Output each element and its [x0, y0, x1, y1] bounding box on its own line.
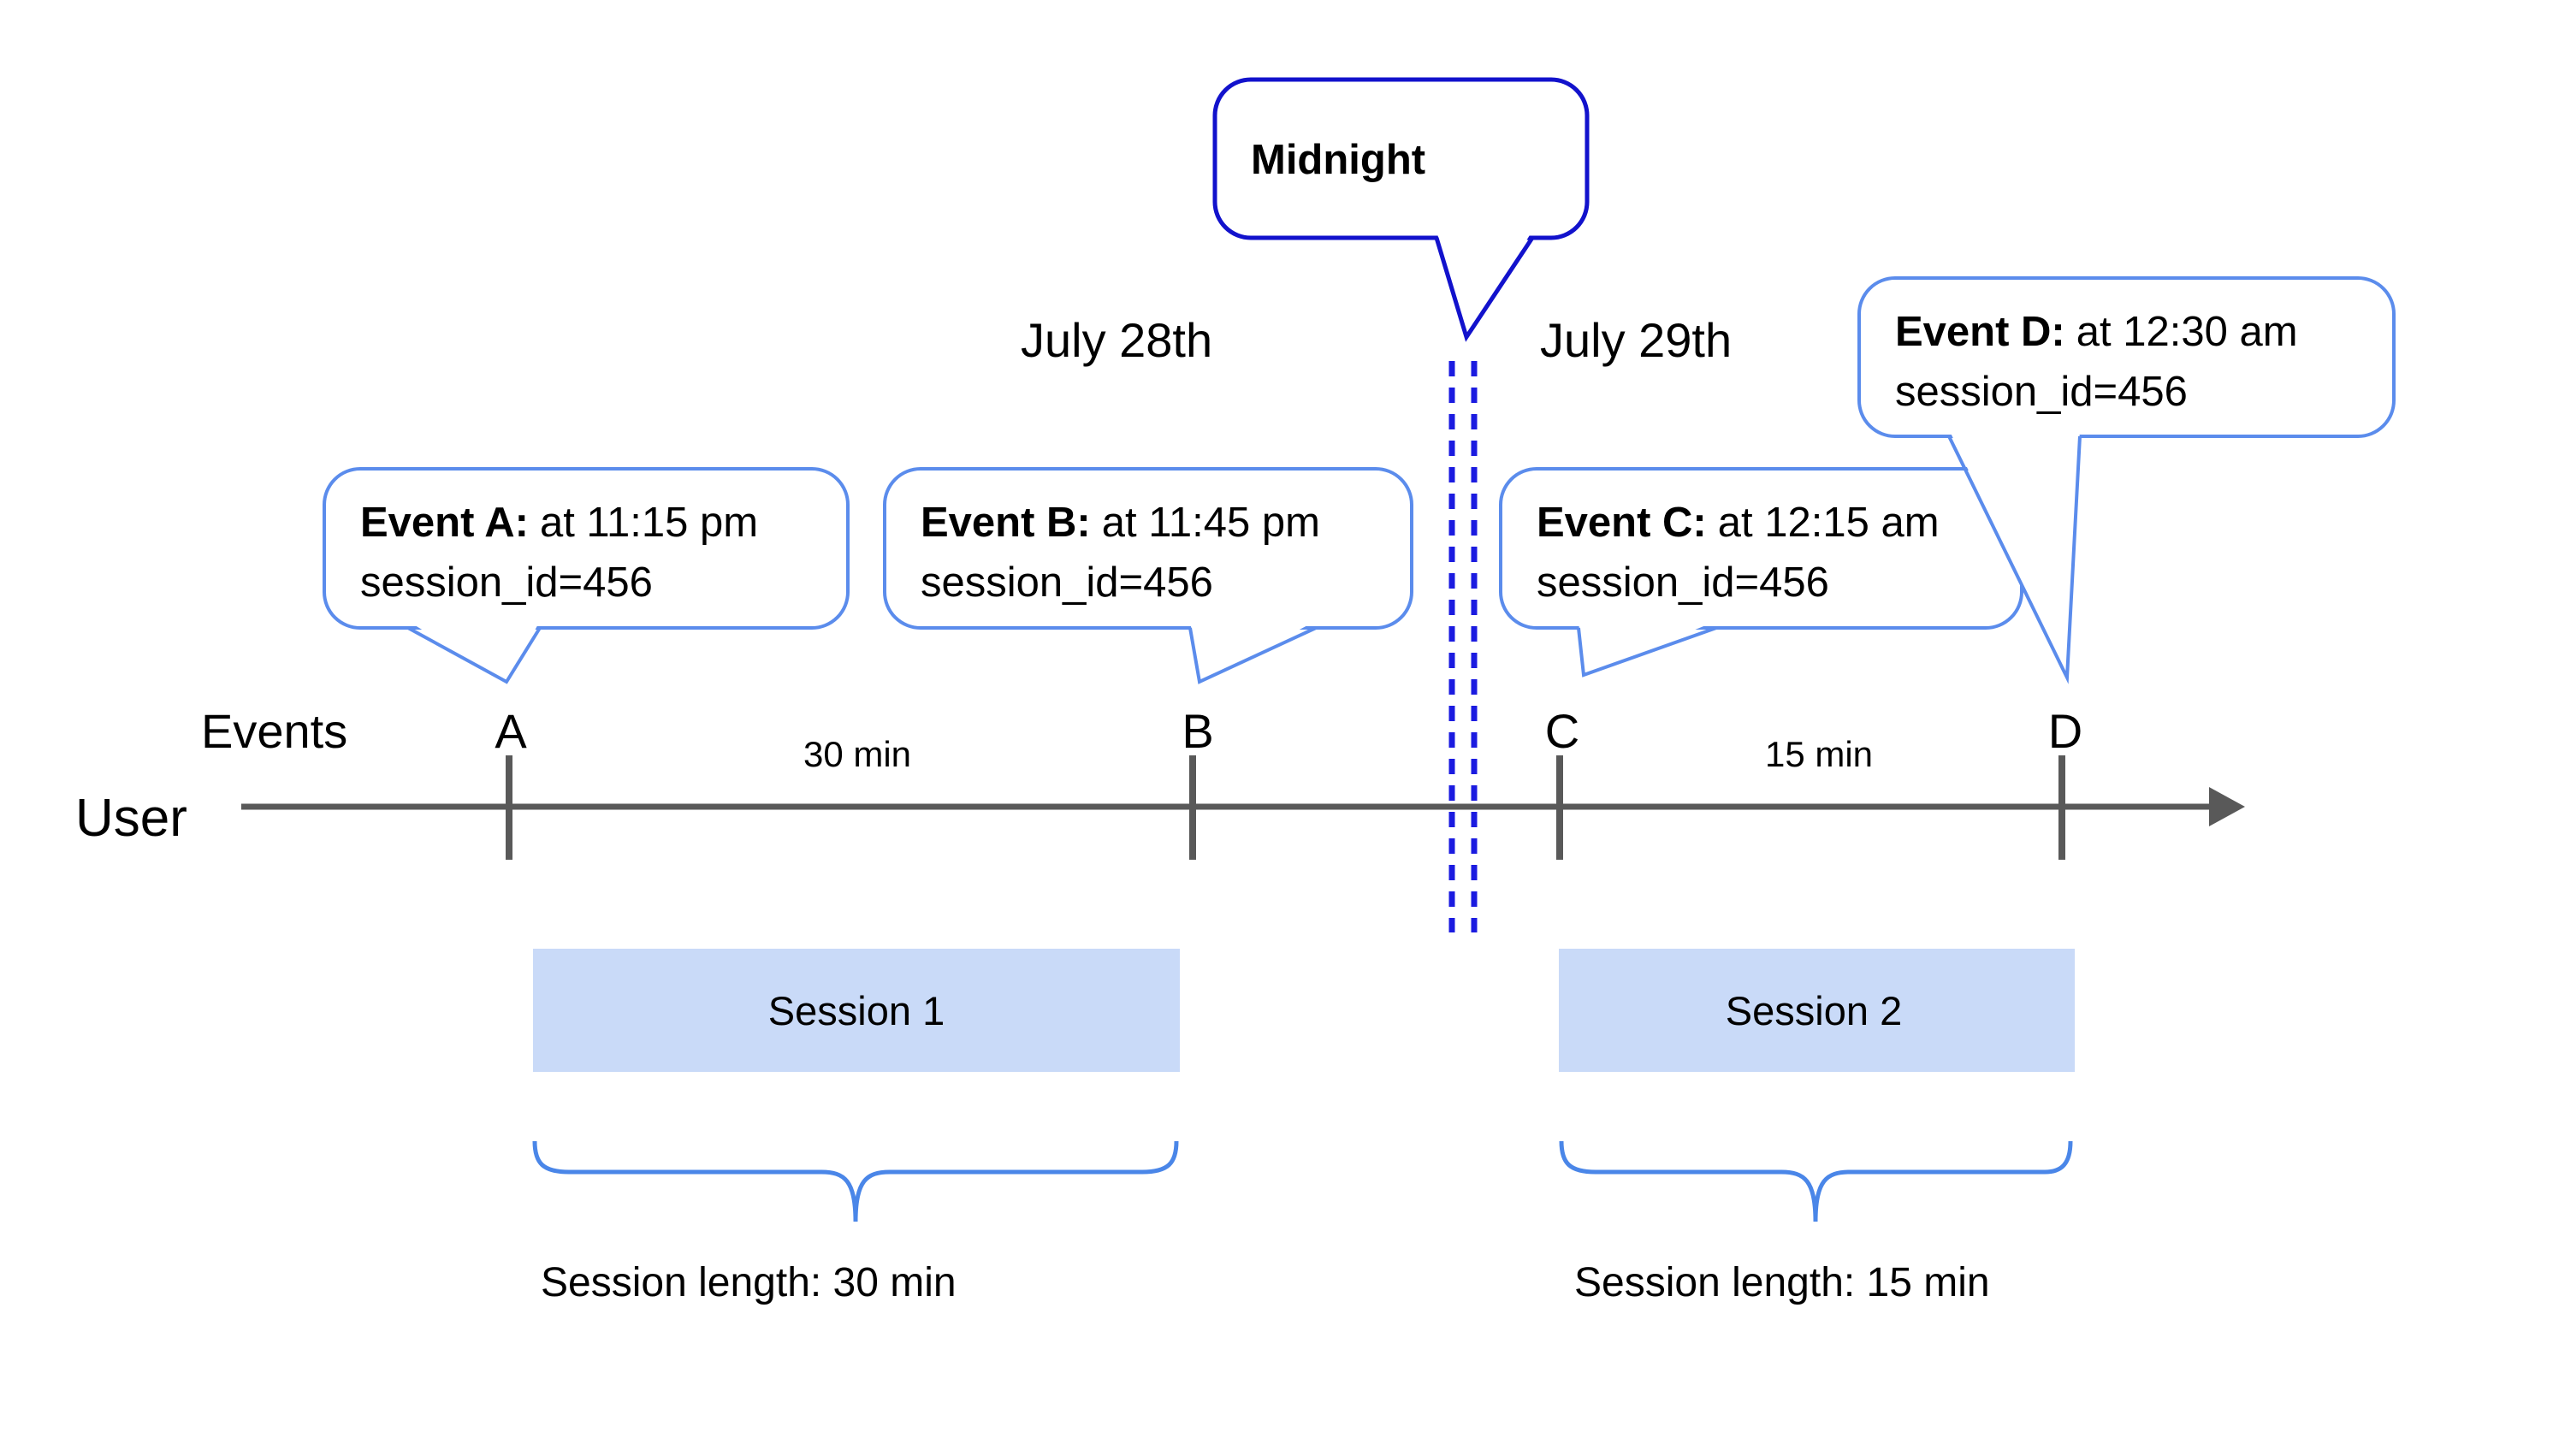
- event-a-bubble-line1: Event A:at 11:15 pm: [360, 500, 758, 546]
- user-label: User: [75, 789, 187, 848]
- event-c-time: at 12:15 am: [1718, 500, 1940, 546]
- event-c-session-id: session_id=456: [1537, 559, 1829, 606]
- event-b-time: at 11:45 pm: [1102, 500, 1320, 546]
- midnight-label: Midnight: [1251, 137, 1425, 183]
- event-a-session-id: session_id=456: [360, 559, 653, 606]
- midnight-bubble-tail: [1434, 236, 1535, 342]
- timeline-arrowhead-icon: [2209, 787, 2245, 826]
- session-1-name: Session 1: [768, 988, 945, 1033]
- event-a-bubble: [323, 467, 850, 630]
- session-1-length-label: Session length: 30 min: [541, 1260, 957, 1305]
- event-b-bubble-tail-fill: [1190, 621, 1316, 682]
- session-1-box: [533, 949, 1180, 1072]
- session-2-box: [1559, 949, 2075, 1072]
- event-a-bubble-tail-fill: [408, 621, 540, 682]
- event-letter-d: D: [2048, 704, 2082, 758]
- event-c-title: Event C:: [1537, 500, 1707, 546]
- event-letter-b: B: [1182, 704, 1213, 758]
- event-a-time: at 11:15 pm: [540, 500, 758, 546]
- event-c-bubble-line1: Event C:at 12:15 am: [1537, 500, 1940, 546]
- event-b-title: Event B:: [921, 500, 1091, 546]
- session-1-brace: [532, 1140, 1179, 1222]
- event-d-title: Event D:: [1895, 309, 2065, 355]
- event-c-bubble-tail: [1577, 626, 1717, 678]
- event-d-session-id: session_id=456: [1895, 369, 2188, 415]
- events-axis-label: Events: [201, 704, 347, 758]
- session-2-brace: [1559, 1140, 2073, 1222]
- event-d-time: at 12:30 am: [2076, 309, 2298, 355]
- event-d-bubble: [1857, 276, 2396, 438]
- date-july-28: July 28th: [1021, 313, 1212, 367]
- event-d-bubble-tail: [1947, 435, 2082, 684]
- session-2-name: Session 2: [1726, 988, 1902, 1033]
- gap-ab-label: 30 min: [803, 734, 911, 774]
- event-b-bubble: [883, 467, 1413, 630]
- event-b-bubble-line1: Event B:at 11:45 pm: [921, 500, 1320, 546]
- session-2-length-label: Session length: 15 min: [1574, 1260, 1990, 1305]
- event-d-bubble-line1: Event D:at 12:30 am: [1895, 309, 2298, 355]
- event-letter-c: C: [1545, 704, 1579, 758]
- event-letter-a: A: [495, 704, 527, 758]
- event-d-bubble-tail-fill: [1949, 429, 2080, 678]
- midnight-bubble: [1212, 77, 1590, 240]
- event-c-bubble-tail-fill: [1579, 621, 1716, 675]
- event-b-bubble-tail: [1188, 626, 1317, 684]
- event-a-title: Event A:: [360, 500, 529, 546]
- gap-cd-label: 15 min: [1765, 734, 1873, 774]
- event-b-session-id: session_id=456: [921, 559, 1213, 606]
- date-july-29: July 29th: [1540, 313, 1732, 367]
- event-a-bubble-tail: [407, 626, 542, 684]
